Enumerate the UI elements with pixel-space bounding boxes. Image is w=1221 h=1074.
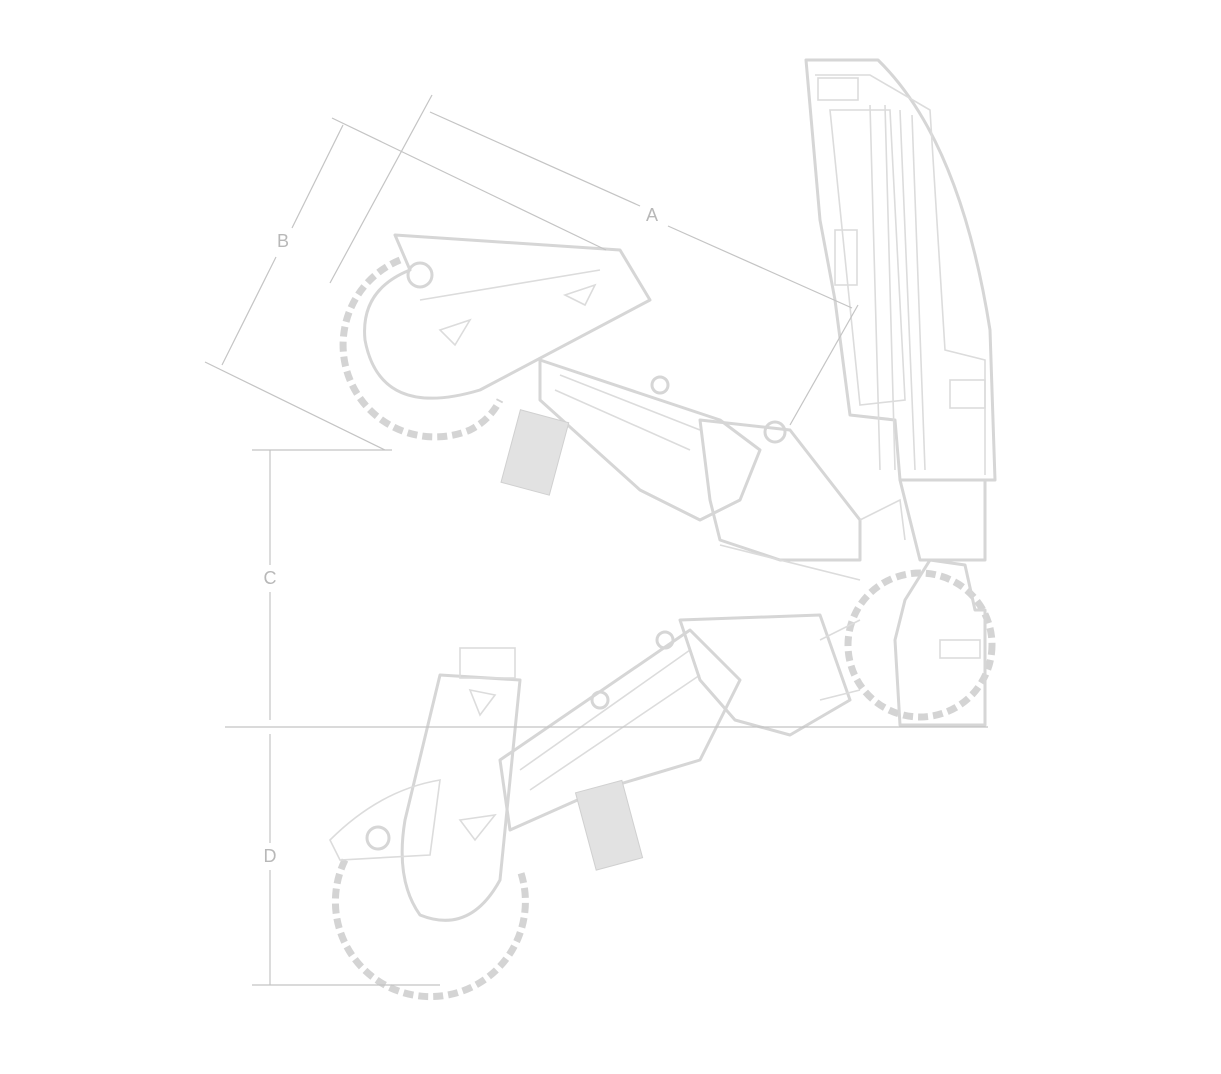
lower-trencher — [329, 613, 861, 1001]
dimension-label-c: C — [264, 568, 277, 588]
dimension-b: B — [204, 117, 607, 451]
dimension-label-d: D — [264, 846, 277, 866]
upper-trencher — [339, 233, 906, 581]
dimension-d: D — [225, 726, 988, 986]
dimension-label-b: B — [277, 231, 289, 251]
rear-drum — [844, 558, 996, 727]
dimension-a: A — [329, 94, 859, 426]
dimension-label-a: A — [646, 205, 658, 225]
dimension-c: C — [252, 449, 392, 720]
